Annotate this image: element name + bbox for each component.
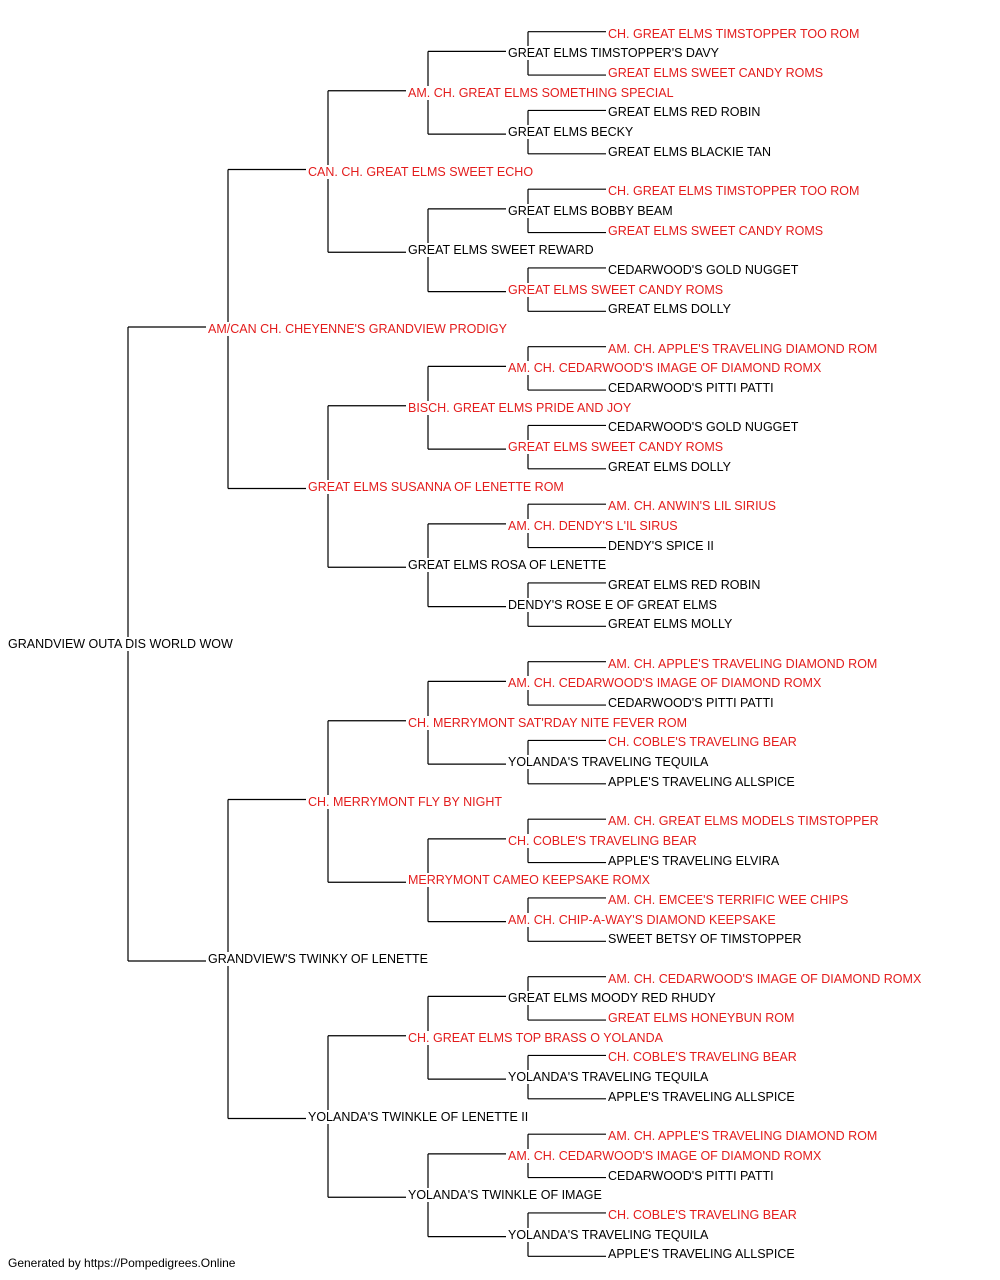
great-grandparent-name: GREAT ELMS SWEET REWARD [408, 243, 596, 258]
grandparent-name: YOLANDA'S TWINKLE OF LENETTE II [308, 1109, 531, 1124]
gg-grandparent-name: AM. CH. CEDARWOOD'S IMAGE OF DIAMOND ROM… [508, 1148, 824, 1163]
ggg-grandparent-name: AM. CH. CEDARWOOD'S IMAGE OF DIAMOND ROM… [608, 971, 924, 986]
gg-grandparent-name: AM. CH. CHIP-A-WAY'S DIAMOND KEEPSAKE [508, 912, 778, 927]
gg-grandparent-name: GREAT ELMS SWEET CANDY ROMS [508, 282, 726, 297]
ggg-grandparent-name: CEDARWOOD'S GOLD NUGGET [608, 420, 801, 435]
ggg-grandparent-name: APPLE'S TRAVELING ALLSPICE [608, 1247, 797, 1262]
gg-grandparent-name: DENDY'S ROSE E OF GREAT ELMS [508, 597, 719, 612]
parent-name: GRANDVIEW'S TWINKY OF LENETTE [208, 952, 431, 966]
subject-name: GRANDVIEW OUTA DIS WORLD WOW [8, 637, 235, 651]
ggg-grandparent-name: GREAT ELMS RED ROBIN [608, 577, 763, 592]
ggg-grandparent-name: AM. CH. EMCEE'S TERRIFIC WEE CHIPS [608, 892, 851, 907]
ggg-grandparent-name: AM. CH. APPLE'S TRAVELING DIAMOND ROM [608, 656, 880, 671]
ggg-grandparent-name: GREAT ELMS HONEYBUN ROM [608, 1011, 797, 1026]
ggg-grandparent-name: CEDARWOOD'S PITTI PATTI [608, 1168, 776, 1183]
ggg-grandparent-name: GREAT ELMS RED ROBIN [608, 105, 763, 120]
generator-credit: Generated by https://Pompedigrees.Online [8, 1256, 236, 1270]
grandparent-name: CH. MERRYMONT FLY BY NIGHT [308, 794, 505, 809]
great-grandparent-name: YOLANDA'S TWINKLE OF IMAGE [408, 1188, 604, 1203]
ggg-grandparent-name: AM. CH. APPLE'S TRAVELING DIAMOND ROM [608, 341, 880, 356]
ggg-grandparent-name: GREAT ELMS SWEET CANDY ROMS [608, 66, 826, 81]
ggg-grandparent-name: CH. COBLE'S TRAVELING BEAR [608, 1207, 799, 1222]
gg-grandparent-name: YOLANDA'S TRAVELING TEQUILA [508, 1227, 711, 1242]
gg-grandparent-name: AM. CH. CEDARWOOD'S IMAGE OF DIAMOND ROM… [508, 361, 824, 376]
ggg-grandparent-name: GREAT ELMS MOLLY [608, 617, 735, 632]
ggg-grandparent-name: CH. GREAT ELMS TIMSTOPPER TOO ROM [608, 26, 862, 41]
gg-grandparent-name: YOLANDA'S TRAVELING TEQUILA [508, 1070, 711, 1085]
ggg-grandparent-name: CEDARWOOD'S GOLD NUGGET [608, 262, 801, 277]
ggg-grandparent-name: CH. COBLE'S TRAVELING BEAR [608, 735, 799, 750]
gg-grandparent-name: AM. CH. CEDARWOOD'S IMAGE OF DIAMOND ROM… [508, 676, 824, 691]
ggg-grandparent-name: AM. CH. ANWIN'S LIL SIRIUS [608, 499, 778, 514]
ggg-grandparent-name: DENDY'S SPICE II [608, 538, 716, 553]
great-grandparent-name: GREAT ELMS ROSA OF LENETTE [408, 558, 609, 573]
ggg-grandparent-name: AM. CH. GREAT ELMS MODELS TIMSTOPPER [608, 814, 881, 829]
gg-grandparent-name: GREAT ELMS BOBBY BEAM [508, 203, 675, 218]
great-grandparent-name: CH. GREAT ELMS TOP BRASS O YOLANDA [408, 1030, 665, 1045]
ggg-grandparent-name: CH. GREAT ELMS TIMSTOPPER TOO ROM [608, 184, 862, 199]
gg-grandparent-name: GREAT ELMS TIMSTOPPER'S DAVY [508, 46, 722, 61]
ggg-grandparent-name: CEDARWOOD'S PITTI PATTI [608, 696, 776, 711]
great-grandparent-name: MERRYMONT CAMEO KEEPSAKE ROMX [408, 873, 652, 888]
parent-name: AM/CAN CH. CHEYENNE'S GRANDVIEW PRODIGY [208, 322, 509, 336]
gg-grandparent-name: GREAT ELMS MOODY RED RHUDY [508, 991, 718, 1006]
ggg-grandparent-name: GREAT ELMS DOLLY [608, 302, 733, 317]
great-grandparent-name: AM. CH. GREAT ELMS SOMETHING SPECIAL [408, 85, 676, 100]
ggg-grandparent-name: AM. CH. APPLE'S TRAVELING DIAMOND ROM [608, 1129, 880, 1144]
gg-grandparent-name: YOLANDA'S TRAVELING TEQUILA [508, 755, 711, 770]
grandparent-name: CAN. CH. GREAT ELMS SWEET ECHO [308, 164, 536, 179]
ggg-grandparent-name: CH. COBLE'S TRAVELING BEAR [608, 1050, 799, 1065]
gg-grandparent-name: GREAT ELMS SWEET CANDY ROMS [508, 440, 726, 455]
ggg-grandparent-name: GREAT ELMS SWEET CANDY ROMS [608, 223, 826, 238]
gg-grandparent-name: CH. COBLE'S TRAVELING BEAR [508, 833, 699, 848]
great-grandparent-name: CH. MERRYMONT SAT'RDAY NITE FEVER ROM [408, 715, 690, 730]
ggg-grandparent-name: APPLE'S TRAVELING ELVIRA [608, 853, 782, 868]
ggg-grandparent-name: GREAT ELMS BLACKIE TAN [608, 144, 774, 159]
grandparent-name: GREAT ELMS SUSANNA OF LENETTE ROM [308, 479, 566, 494]
gg-grandparent-name: AM. CH. DENDY'S L'IL SIRUS [508, 518, 680, 533]
great-grandparent-name: BISCH. GREAT ELMS PRIDE AND JOY [408, 400, 634, 415]
ggg-grandparent-name: CEDARWOOD'S PITTI PATTI [608, 381, 776, 396]
ggg-grandparent-name: GREAT ELMS DOLLY [608, 459, 733, 474]
gg-grandparent-name: GREAT ELMS BECKY [508, 125, 636, 140]
ggg-grandparent-name: SWEET BETSY OF TIMSTOPPER [608, 932, 804, 947]
ggg-grandparent-name: APPLE'S TRAVELING ALLSPICE [608, 1089, 797, 1104]
ggg-grandparent-name: APPLE'S TRAVELING ALLSPICE [608, 774, 797, 789]
